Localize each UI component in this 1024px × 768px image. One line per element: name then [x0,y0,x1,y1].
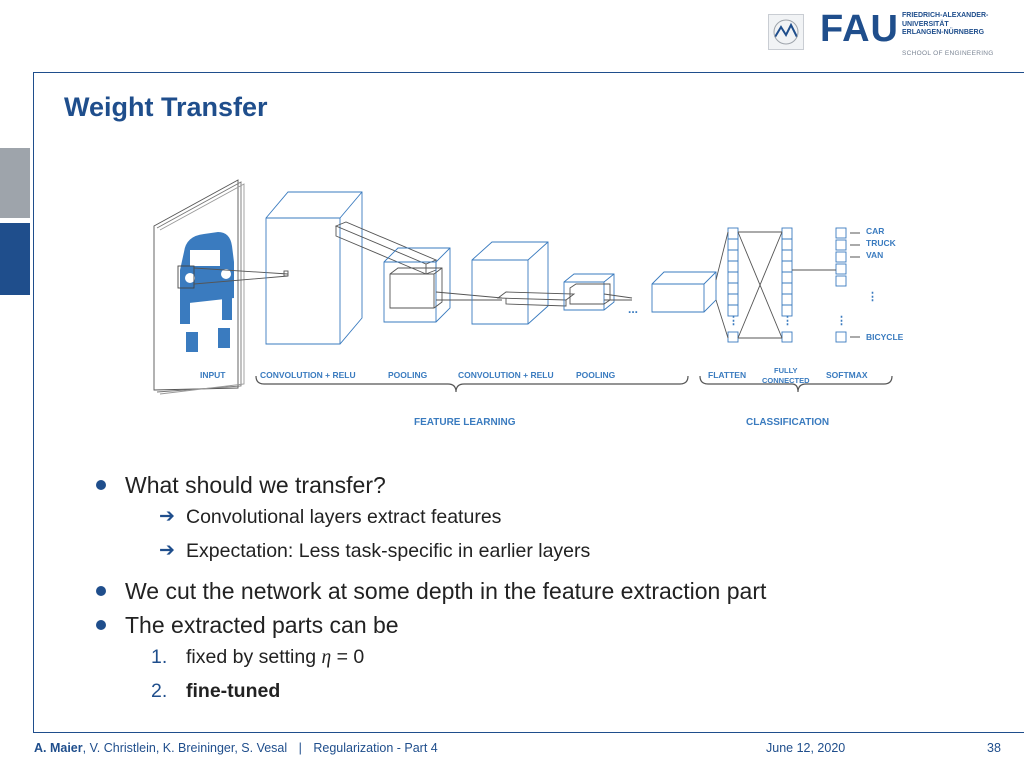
stage-label-pool1: POOLING [388,370,428,380]
bullet-dot-icon [96,586,106,596]
footer-separator: | [298,741,302,755]
footer-credits: A. Maier, V. Christlein, K. Breininger, … [34,741,438,755]
university-line-2: UNIVERSITÄT [902,20,949,28]
arrow-right-icon: ➔ [159,540,175,561]
class-label-van: VAN [866,250,883,260]
eta-symbol: η [321,647,332,668]
slide-title: Weight Transfer [64,92,268,122]
fc-vdots: ⋮ [782,315,793,327]
group-label-feature-learning: FEATURE LEARNING [414,417,516,428]
class-label-truck: TRUCK [866,238,897,248]
stage-label-fc-line1: FULLY [774,366,797,375]
stage-label-fc-line2: CONNECTED [762,376,810,385]
sub-bullet-text: Expectation: Less task-specific in earli… [186,540,591,562]
item-number: 1. [151,646,168,668]
slide-frame-bottom [33,732,1024,733]
school-name: SCHOOL OF ENGINEERING [902,50,994,57]
bullet-dot-icon [96,480,106,490]
slide-frame-left [33,72,34,732]
fau-logo-word: FAU [820,8,899,50]
softmax-vdots: ⋮ [836,315,847,327]
cnn-architecture-diagram: ... ⋮ ⋮ ⋮ ⋮ CAR TRUCK VAN BICYCLE INPUT … [153,179,904,428]
class-label-car: CAR [866,226,884,236]
faculty-logo-icon [768,14,804,50]
slide-frame-top [33,72,1024,73]
stage-label-conv2: CONVOLUTION + RELU [458,370,554,380]
footer-date: June 12, 2020 [766,741,846,755]
flatten-vdots: ⋮ [728,315,739,327]
stage-label-input: INPUT [200,370,226,380]
bullet-item: The extracted parts can be [96,612,996,642]
bullet-text: We cut the network at some depth in the … [125,578,767,604]
stage-label-conv1: CONVOLUTION + RELU [260,370,356,380]
sub-bullet-text: Convolutional layers extract features [186,506,502,528]
numbered-text: fine-tuned [186,680,281,702]
bullet-text: The extracted parts can be [125,612,399,638]
stage-label-softmax: SOFTMAX [826,370,868,380]
item-number: 2. [151,680,168,702]
numbered-item: 1. fixed by setting η = 0 [96,646,996,672]
sub-bullet-item: ➔ Expectation: Less task-specific in ear… [96,540,996,566]
ellipsis-label: ... [628,302,638,316]
bullet-item: We cut the network at some depth in the … [96,578,996,608]
bullet-item: What should we transfer? [96,472,996,502]
university-name: FRIEDRICH-ALEXANDER- UNIVERSITÄT ERLANGE… [902,12,1012,38]
fau-logo: FAU [820,8,899,50]
classes-vdots: ⋮ [867,291,878,303]
bullet-list: What should we transfer? ➔ Convolutional… [96,472,996,714]
stage-label-flatten: FLATTEN [708,370,746,380]
group-label-classification: CLASSIFICATION [746,417,829,428]
bullet-text: What should we transfer? [125,472,386,498]
footer-author-main: A. Maier [34,741,83,755]
university-line-1: FRIEDRICH-ALEXANDER- [902,12,989,19]
section-tab-current [0,223,30,295]
arrow-right-icon: ➔ [159,506,175,527]
class-label-bicycle: BICYCLE [866,332,904,342]
numbered-text: fixed by setting [186,646,322,668]
math-equals-zero: = 0 [331,646,365,668]
university-line-3: ERLANGEN-NÜRNBERG [902,29,985,36]
bullet-dot-icon [96,620,106,630]
numbered-item: 2. fine-tuned [96,680,996,706]
sub-bullet-item: ➔ Convolutional layers extract features [96,506,996,532]
stage-label-pool2: POOLING [576,370,616,380]
footer-lecture: Regularization - Part 4 [313,741,438,755]
page-number: 38 [987,741,1001,755]
section-tab-previous [0,148,30,218]
footer-authors: , V. Christlein, K. Breininger, S. Vesal [82,741,288,755]
